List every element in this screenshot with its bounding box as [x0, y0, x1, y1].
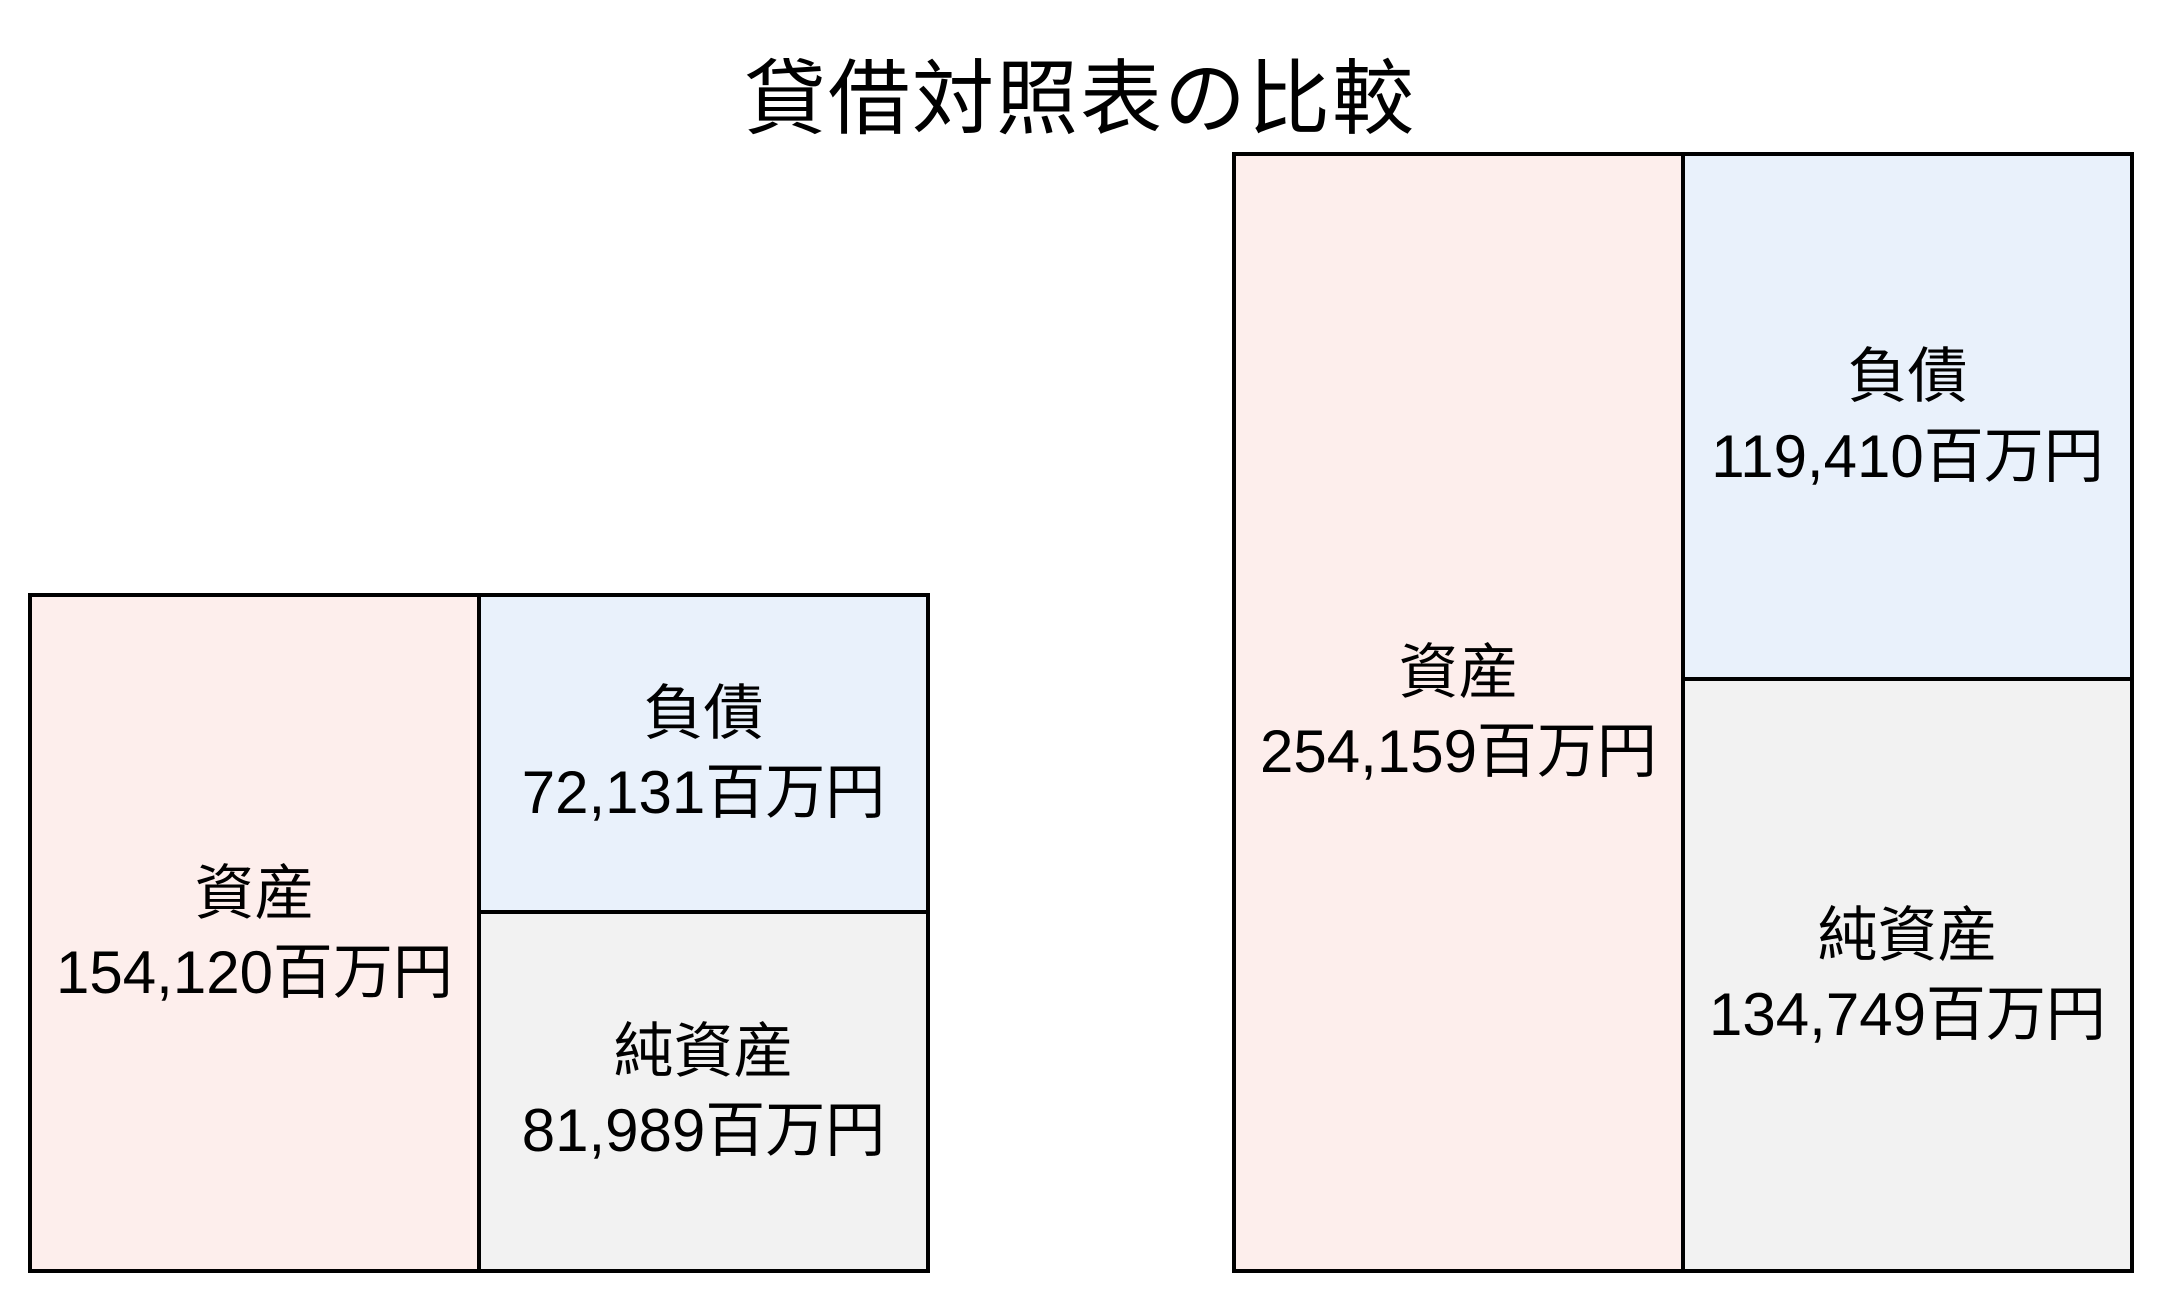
net-assets-value: 134,749百万円 [1709, 981, 2106, 1048]
net-assets-label: 純資産 [613, 1018, 794, 1086]
net-assets-value: 81,989百万円 [521, 1097, 886, 1165]
chart-title: 貸借対照表の比較 [743, 54, 1416, 145]
net-assets-box: 純資産 81,989百万円 [481, 913, 926, 1269]
assets-box: 資産 254,159百万円 [1236, 156, 1681, 1269]
liabilities-value: 119,410百万円 [1711, 422, 2104, 490]
assets-value: 154,120百万円 [56, 938, 453, 1006]
liabilities-box: 負債 72,131百万円 [481, 597, 926, 910]
balance-sheet-left: 資産 154,120百万円 負債 72,131百万円 純資産 81,989百万円 [28, 593, 930, 1273]
net-assets-label: 純資産 [1817, 901, 1998, 969]
net-assets-box: 純資産 134,749百万円 [1685, 681, 2130, 1269]
balance-sheet-right: 資産 254,159百万円 負債 119,410百万円 純資産 134,749百… [1232, 152, 2134, 1273]
assets-label: 資産 [1398, 639, 1519, 707]
liabilities-value: 72,131百万円 [521, 759, 886, 827]
assets-label: 資産 [194, 859, 315, 927]
liabilities-label: 負債 [1847, 343, 1968, 411]
assets-box: 資産 154,120百万円 [32, 597, 477, 1269]
liabilities-label: 負債 [643, 680, 764, 748]
assets-value: 254,159百万円 [1260, 718, 1657, 786]
liabilities-box: 負債 119,410百万円 [1685, 156, 2130, 678]
